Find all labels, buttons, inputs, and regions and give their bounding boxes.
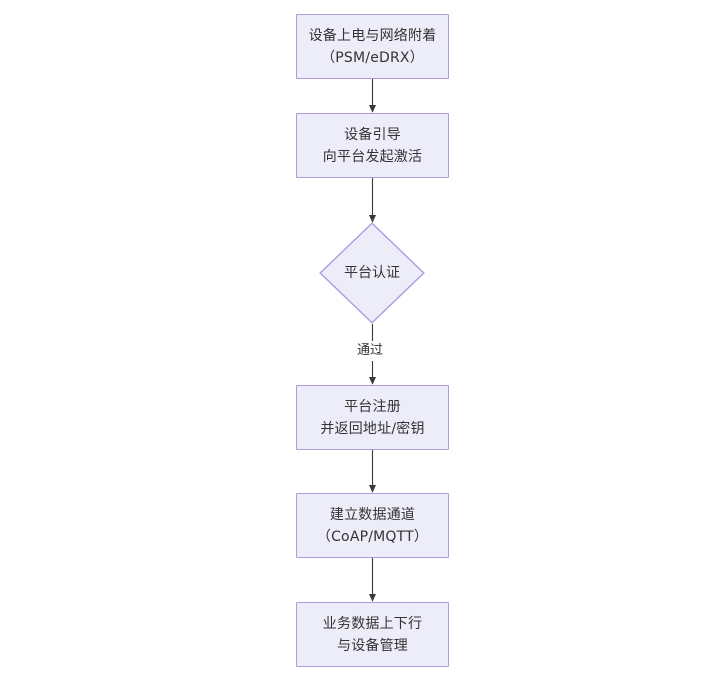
node-power-on[interactable]: 设备上电与网络附着 （PSM/eDRX） — [296, 14, 449, 79]
node-registration-line-2: 并返回地址/密钥 — [320, 420, 425, 437]
node-business-data-line-1: 业务数据上下行 — [322, 615, 423, 632]
node-business-data[interactable]: 业务数据上下行 与设备管理 — [296, 602, 449, 667]
edge-label-pass: 通过 — [354, 341, 387, 361]
node-platform-auth[interactable]: 平台认证 — [319, 222, 425, 324]
node-bootstrap-line-2: 向平台发起激活 — [322, 148, 423, 165]
node-data-channel-line-2: （CoAP/MQTT） — [316, 528, 429, 545]
node-bootstrap-line-1: 设备引导 — [344, 126, 401, 143]
node-power-on-line-1: 设备上电与网络附着 — [308, 27, 437, 44]
node-registration-line-1: 平台注册 — [344, 398, 401, 415]
node-data-channel[interactable]: 建立数据通道 （CoAP/MQTT） — [296, 493, 449, 558]
node-business-data-line-2: 与设备管理 — [337, 637, 408, 654]
node-platform-auth-label: 平台认证 — [344, 265, 400, 281]
node-registration[interactable]: 平台注册 并返回地址/密钥 — [296, 385, 449, 450]
node-data-channel-line-1: 建立数据通道 — [329, 506, 416, 523]
diamond-shape-icon — [319, 222, 425, 324]
node-power-on-line-2: （PSM/eDRX） — [321, 49, 424, 66]
node-bootstrap[interactable]: 设备引导 向平台发起激活 — [296, 113, 449, 178]
